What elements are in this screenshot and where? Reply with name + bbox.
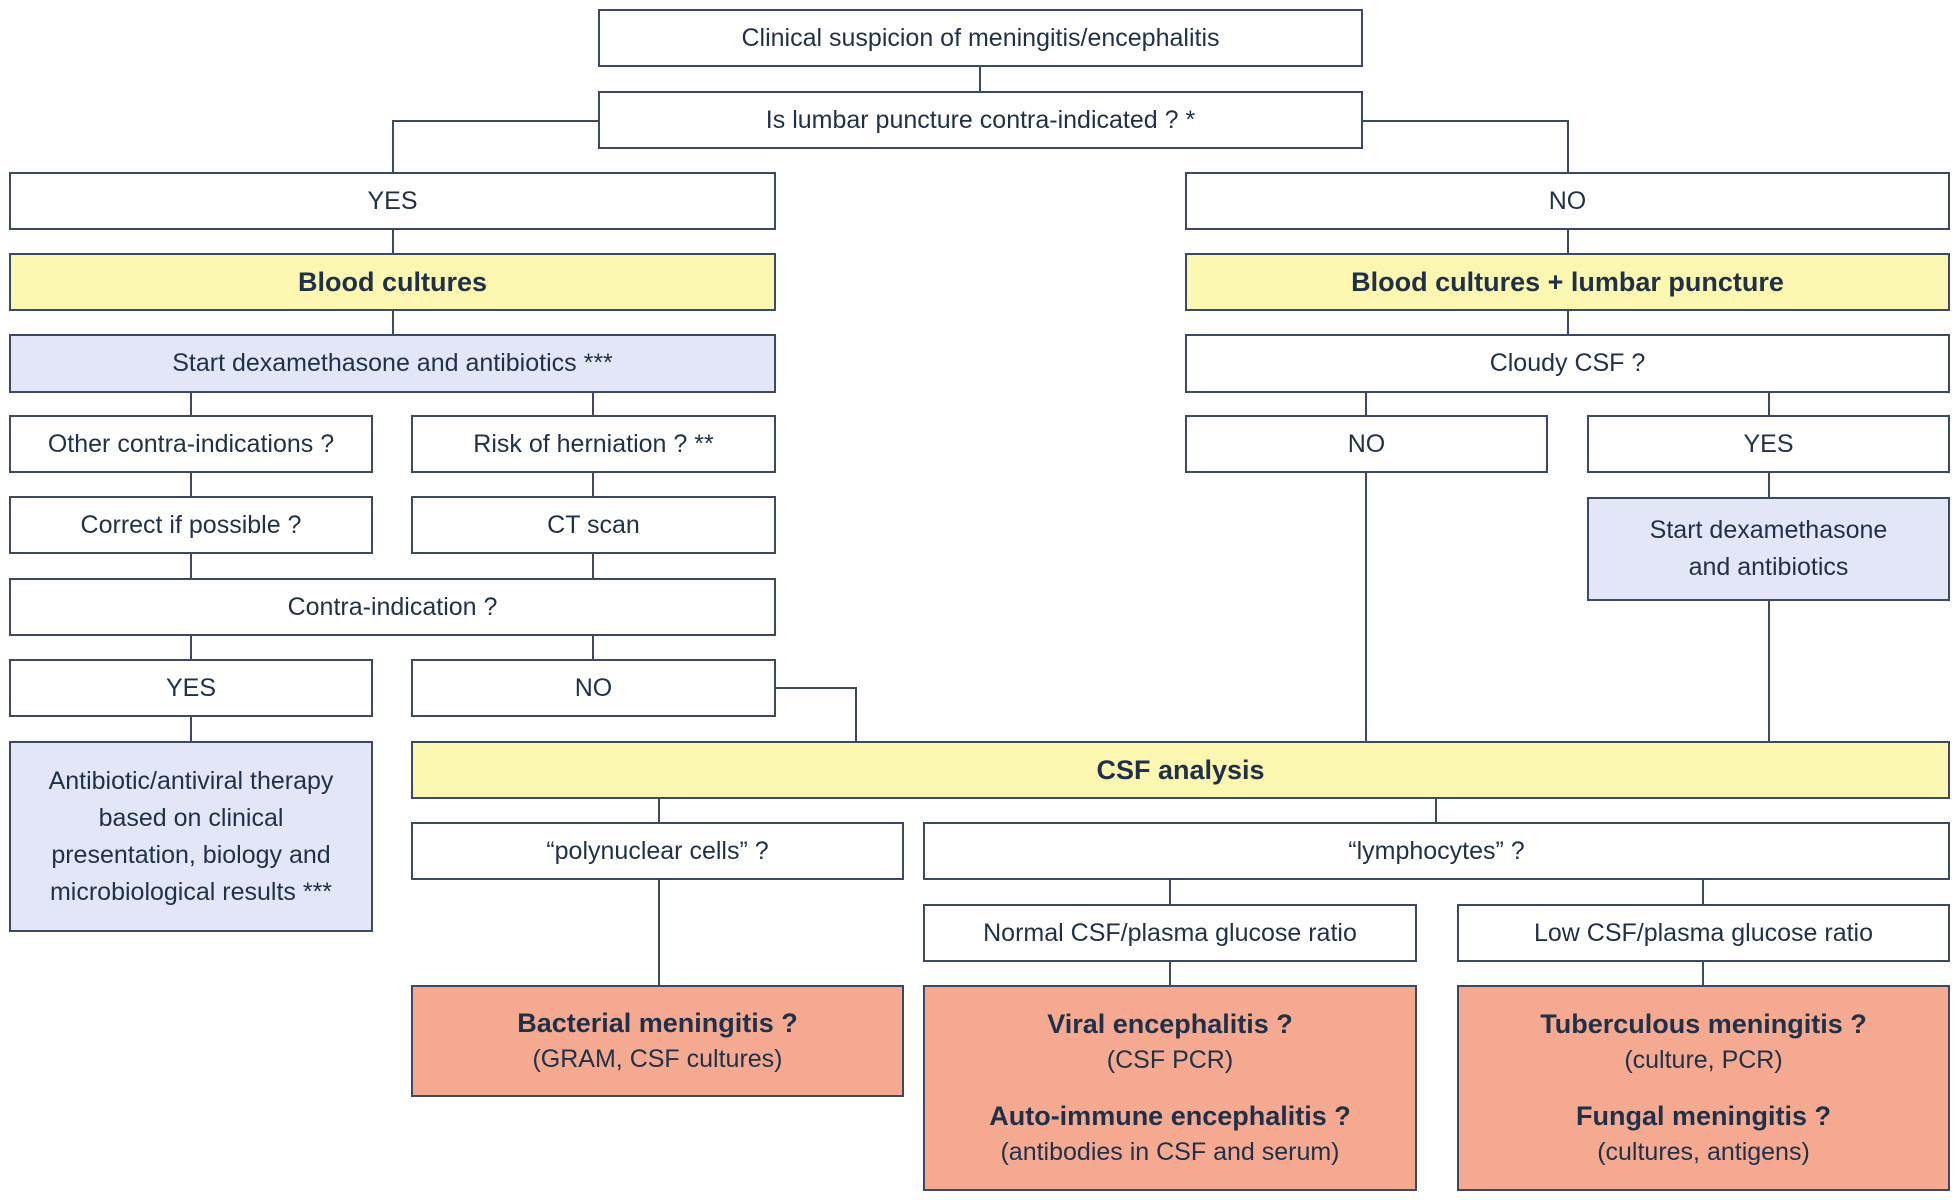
polynuclear-box: “polynuclear cells” ? (411, 822, 904, 880)
right-no-text: NO (1548, 186, 1587, 215)
viral-title: Viral encephalitis ? (1047, 1009, 1293, 1039)
blood-cultures-lp-box: Blood cultures + lumbar puncture (1185, 253, 1950, 311)
herniation-box: Risk of herniation ? ** (411, 415, 776, 473)
fungal-title: Fungal meningitis ? (1576, 1101, 1831, 1131)
ct-scan-text: CT scan (547, 510, 640, 539)
therapy-line-1: Antibiotic/antiviral therapy (48, 766, 334, 795)
blood-cultures-text: Blood cultures (297, 266, 487, 297)
ci-no-text: NO (574, 673, 613, 702)
correct-if-text: Correct if possible ? (80, 510, 302, 539)
suspicion-text: Clinical suspicion of meningitis/encepha… (741, 23, 1220, 52)
autoimmune-title: Auto-immune encephalitis ? (989, 1101, 1351, 1131)
normal-glucose-box: Normal CSF/plasma glucose ratio (923, 904, 1417, 962)
blood-cultures-lp-text: Blood cultures + lumbar puncture (1351, 266, 1784, 297)
contra-indication-text: Contra-indication ? (287, 592, 498, 621)
fungal-sub: (cultures, antigens) (1597, 1138, 1810, 1166)
therapy-box: Antibiotic/antiviral therapy based on cl… (9, 741, 373, 932)
cloudy-no-box: NO (1185, 415, 1548, 473)
other-contra-box: Other contra-indications ? (9, 415, 373, 473)
therapy-line-3: presentation, biology and (51, 840, 331, 869)
csf-analysis-text: CSF analysis (1096, 754, 1265, 785)
lp-question-box: Is lumbar puncture contra-indicated ? * (598, 91, 1363, 149)
blood-cultures-box: Blood cultures (9, 253, 776, 311)
cloudy-csf-text: Cloudy CSF ? (1489, 349, 1646, 377)
correct-if-box: Correct if possible ? (9, 496, 373, 554)
viral-sub: (CSF PCR) (1106, 1046, 1234, 1074)
lp-question-text: Is lumbar puncture contra-indicated ? * (765, 105, 1196, 134)
start-dexa-right-line-2: and antibiotics (1688, 553, 1849, 581)
bacterial-box: Bacterial meningitis ? (GRAM, CSF cultur… (411, 985, 904, 1097)
left-yes-text: YES (367, 186, 418, 215)
cloudy-no-text: NO (1347, 429, 1386, 458)
csf-analysis-box: CSF analysis (411, 741, 1950, 799)
ci-no-box: NO (411, 659, 776, 717)
left-yes-box: YES (9, 172, 776, 230)
cloudy-csf-box: Cloudy CSF ? (1185, 334, 1950, 393)
low-glucose-text: Low CSF/plasma glucose ratio (1533, 918, 1874, 947)
autoimmune-sub: (antibodies in CSF and serum) (1000, 1138, 1340, 1166)
bacterial-title: Bacterial meningitis ? (517, 1008, 798, 1038)
ci-yes-box: YES (9, 659, 373, 717)
bacterial-sub: (GRAM, CSF cultures) (532, 1045, 783, 1073)
contra-indication-box: Contra-indication ? (9, 578, 776, 636)
start-dexa-right-line-1: Start dexamethasone (1649, 516, 1888, 544)
start-dexa-left-text: Start dexamethasone and antibiotics *** (172, 349, 613, 377)
tb-title: Tuberculous meningitis ? (1540, 1009, 1867, 1039)
start-dexa-left-box: Start dexamethasone and antibiotics *** (9, 334, 776, 393)
suspicion-box: Clinical suspicion of meningitis/encepha… (598, 9, 1363, 67)
cloudy-yes-text: YES (1743, 429, 1794, 458)
lymphocytes-box: “lymphocytes” ? (923, 822, 1950, 880)
lymphocytes-text: “lymphocytes” ? (1348, 836, 1525, 865)
polynuclear-text: “polynuclear cells” ? (546, 836, 769, 865)
right-no-box: NO (1185, 172, 1950, 230)
viral-box: Viral encephalitis ? (CSF PCR) Auto-immu… (923, 985, 1417, 1191)
therapy-line-4: microbiological results *** (49, 877, 333, 906)
cloudy-yes-box: YES (1587, 415, 1950, 473)
ct-scan-box: CT scan (411, 496, 776, 554)
start-dexa-right-box: Start dexamethasone and antibiotics (1587, 497, 1950, 601)
therapy-line-2: based on clinical (98, 803, 284, 832)
ci-yes-text: YES (165, 673, 217, 702)
low-glucose-box: Low CSF/plasma glucose ratio (1457, 904, 1950, 962)
tb-sub: (culture, PCR) (1624, 1046, 1783, 1074)
other-contra-text: Other contra-indications ? (47, 429, 335, 458)
herniation-text: Risk of herniation ? ** (473, 429, 714, 458)
tb-fungal-box: Tuberculous meningitis ? (culture, PCR) … (1457, 985, 1950, 1191)
normal-glucose-text: Normal CSF/plasma glucose ratio (983, 918, 1357, 947)
